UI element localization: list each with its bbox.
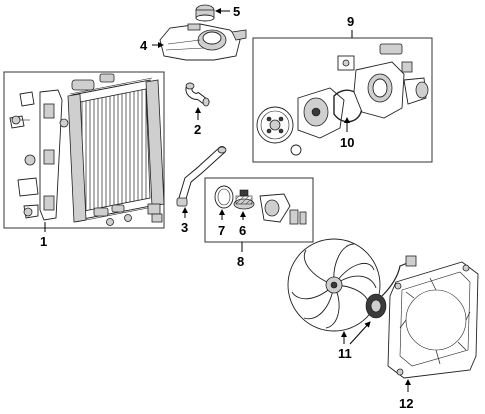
callout-3: 3 [181, 220, 188, 235]
callout-11: 11 [338, 346, 352, 361]
thermostat-housing [337, 43, 429, 119]
radiator-assembly [67, 73, 165, 223]
callout-7: 7 [218, 223, 225, 238]
reservoir-cap [195, 4, 215, 22]
fan-motor [365, 255, 417, 319]
coolant-hose-small [185, 82, 210, 107]
callout-4: 4 [140, 38, 148, 53]
thermostat [233, 189, 255, 210]
thermostat-outlet [259, 193, 307, 225]
thermostat-group: 7 6 8 [204, 177, 314, 269]
callout-2: 2 [194, 122, 201, 137]
coolant-hose-long [176, 146, 227, 207]
radiator-group-box [3, 71, 165, 229]
water-pump-group-box [252, 37, 433, 163]
coolant-reservoir [159, 23, 247, 61]
cooling-fan [287, 238, 381, 332]
callout-12: 12 [399, 396, 413, 411]
callout-6: 6 [239, 223, 246, 238]
thermostat-group-box [204, 177, 314, 243]
radiator-group: 1 [3, 71, 165, 249]
callout-9: 9 [347, 14, 354, 29]
water-pump-group: 9 [252, 14, 433, 163]
callout-10: 10 [340, 135, 354, 150]
water-pump-body [290, 87, 345, 156]
callout-8: 8 [237, 254, 244, 269]
thermostat-seal [214, 185, 234, 209]
water-pump-pulley [256, 106, 294, 144]
callout-5: 5 [233, 4, 240, 19]
leader-11b [349, 321, 371, 345]
callout-1: 1 [40, 234, 47, 249]
radiator-fasteners [11, 115, 163, 226]
fan-shroud [387, 261, 479, 379]
radiator-mount-bracket [9, 89, 63, 221]
coolant-reservoir-group: 5 4 [140, 4, 247, 61]
